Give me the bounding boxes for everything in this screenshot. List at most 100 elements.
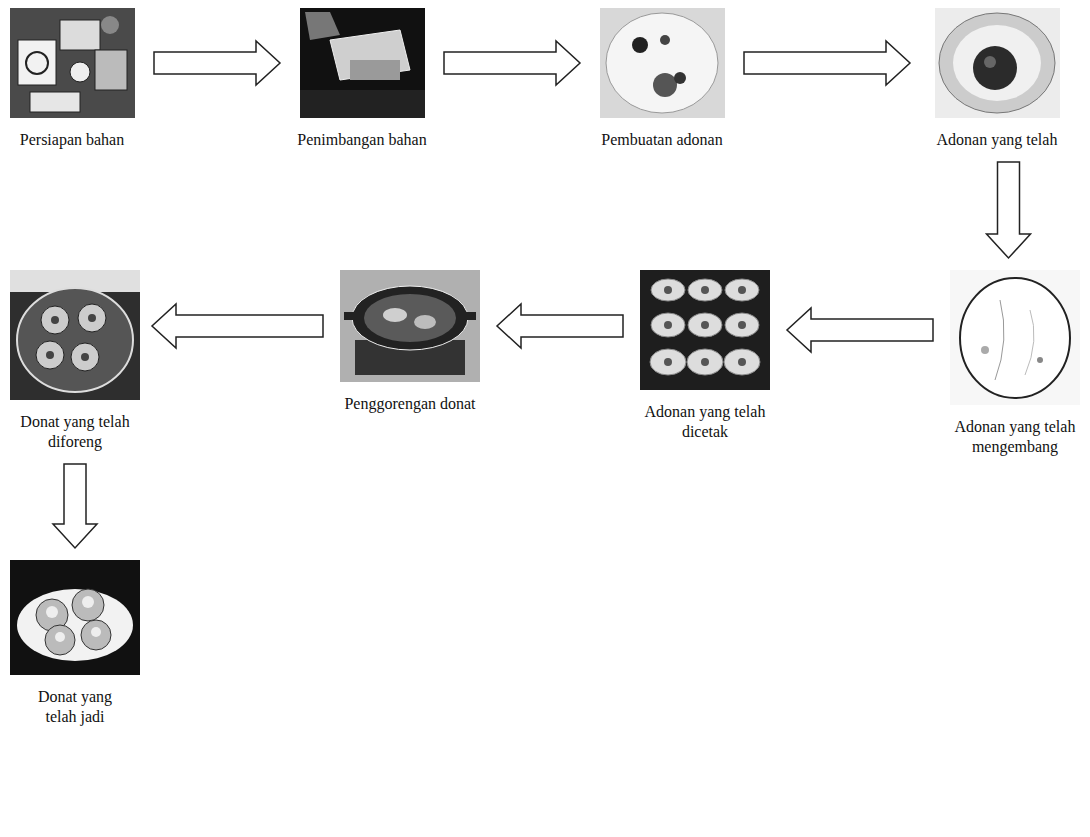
photo-shape [45,625,75,655]
ingredients-photo [70,62,90,82]
photo-shape [51,316,59,324]
photo-shape [36,304,106,371]
ingredients-photo [26,52,48,74]
mixing-photo [606,13,718,113]
dough-bowl-photo [953,25,1041,101]
photo-shape [738,286,746,294]
fried-donut-photo [17,288,133,392]
hollow-arrow [744,41,910,85]
dough-bowl-photo [973,46,1017,90]
risen-dough-photo [950,270,1080,405]
flow-arrow [53,464,97,548]
step-caption: Donat yang telah jadi [23,687,128,727]
weighing-photo [305,12,340,40]
weighing-photo [300,8,425,118]
risen-dough-photo [981,346,989,354]
step-caption: Adonan yang telah mengembang [945,417,1085,457]
photo-shape [55,632,65,642]
step-caption: Pembuatan adonan [592,130,732,150]
hollow-arrow [987,162,1031,258]
ingredients-photo [95,50,127,90]
flow-arrow [444,41,580,85]
hollow-arrow [497,304,623,348]
photo-shape [701,286,709,294]
dough-bowl-photo [935,8,1060,118]
photo-step: Adonan yang telah dicetak [635,270,775,442]
weighing-photo [300,90,425,118]
photo-shape [725,279,759,301]
mixing-photo [660,35,670,45]
finished-donut-photo [10,560,140,675]
photo-shape [72,589,104,621]
ingredients-photo [60,20,100,50]
photo-shape [651,279,685,301]
frying-photo [340,270,480,382]
risen-dough-photo [1037,357,1043,363]
hollow-arrow [444,41,580,85]
step-caption: Persiapan bahan [2,130,142,150]
photo-shape [82,596,94,608]
photo-shape [664,286,672,294]
photo-shape [81,353,89,361]
photo-shape [36,341,64,369]
photo-step: Persiapan bahan [2,8,142,150]
frying-photo [340,270,480,382]
photo-shape [91,627,101,637]
photo-shape [46,606,58,618]
frying-photo [383,308,407,322]
photo-shape [650,349,686,375]
risen-dough-photo [1025,310,1034,375]
hollow-arrow [53,464,97,548]
ingredients-photo [101,16,119,34]
flow-arrow [744,41,910,85]
photo-shape [651,313,685,337]
photo-shape [701,358,709,366]
photo-shape [36,589,111,655]
step-caption: Adonan yang telah dicetak [635,402,775,442]
fried-donut-photo [10,270,140,400]
photo-shape [688,313,722,337]
photo-step: Donat yang telah jadi [10,560,140,727]
step-caption: Adonan yang telah [922,130,1072,150]
photo-shape [46,351,54,359]
photo-step: Adonan yang telah mengembang [945,270,1085,457]
photo-shape [41,306,69,334]
frying-photo [352,286,468,350]
shaped-dough-photo [640,270,770,390]
photo-shape [664,286,746,366]
mixing-photo [600,8,725,118]
photo-shape [46,314,96,361]
photo-shape [650,279,760,375]
photo-step: Penggorengan donat [335,270,485,414]
step-caption: Penggorengan donat [335,394,485,414]
photo-shape [688,279,722,301]
flow-arrow [497,304,623,348]
photo-shape [664,321,672,329]
photo-shape [78,304,106,332]
risen-dough-photo [960,278,1070,398]
photo-shape [701,321,709,329]
ingredients-photo [18,40,56,85]
photo-shape [46,596,101,642]
flow-arrow [987,162,1031,258]
risen-dough-photo [995,300,1004,380]
finished-donut-photo [10,560,140,675]
photo-shape [724,349,760,375]
photo-shape [664,358,672,366]
mixing-photo [653,73,677,97]
dough-bowl-photo [939,13,1055,113]
photo-step: Donat yang telah diforeng [10,270,140,452]
dough-bowl-photo [935,8,1060,118]
ingredients-photo [10,8,135,118]
hollow-arrow [154,41,280,85]
photo-shape [687,349,723,375]
photo-shape [88,314,96,322]
photo-step: Penimbangan bahan [292,8,432,150]
step-caption: Penimbangan bahan [292,130,432,150]
mixing-photo [674,72,686,84]
photo-step: Adonan yang telah [922,8,1072,150]
ingredients-photo [10,8,135,118]
flow-arrow [152,304,323,348]
